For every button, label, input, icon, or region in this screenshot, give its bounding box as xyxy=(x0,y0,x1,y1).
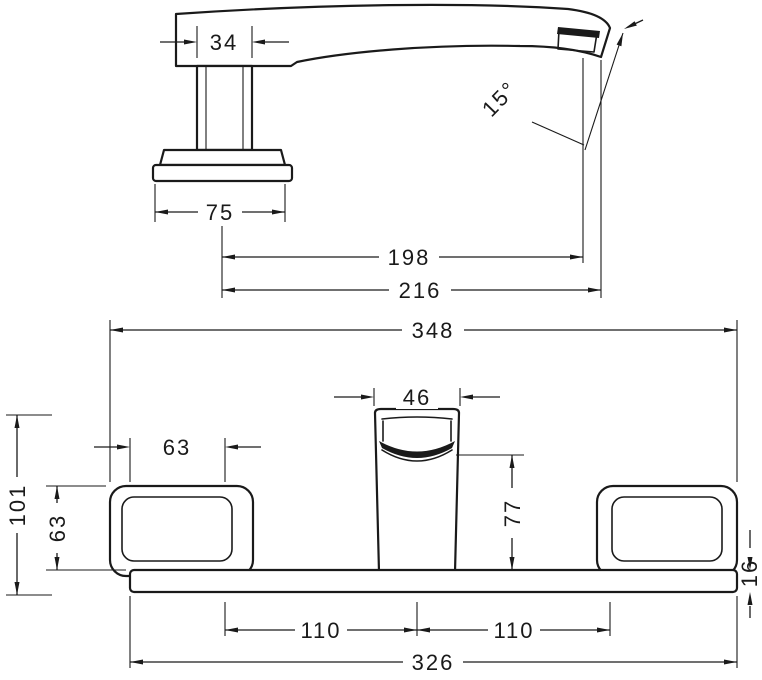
label-mask xyxy=(45,503,69,553)
dim-side-spout-angle: 15° xyxy=(477,19,644,263)
arrowhead xyxy=(624,21,637,29)
spout-mouth-shadow xyxy=(379,441,455,458)
label-mask xyxy=(500,488,524,538)
spout-front-outline xyxy=(373,407,461,574)
dim-label: 110 xyxy=(300,618,341,643)
dim-label: 63 xyxy=(163,435,191,460)
arrowhead xyxy=(597,627,610,633)
label-mask xyxy=(156,435,198,459)
arrowhead xyxy=(54,486,60,499)
handle-column xyxy=(195,64,254,152)
dim-label: 110 xyxy=(493,618,534,643)
spout-rim-line xyxy=(381,416,453,420)
front-view xyxy=(108,407,739,594)
dim-label: 326 xyxy=(412,650,455,675)
label-mask xyxy=(295,618,347,642)
dim-side-handle-width: 34 xyxy=(160,26,289,58)
arrowhead xyxy=(747,592,753,605)
label-mask xyxy=(488,618,540,642)
arrowhead xyxy=(361,394,374,400)
dim-side-overall-reach: 216 xyxy=(222,60,602,303)
angled-line xyxy=(584,32,624,151)
arrowhead xyxy=(724,327,737,333)
arrowhead xyxy=(252,39,265,45)
arrowhead xyxy=(417,627,430,633)
arrowhead xyxy=(460,394,473,400)
arrowhead xyxy=(588,287,601,293)
dim-front-spout-width: 46 xyxy=(334,385,500,410)
deck-plate xyxy=(128,568,739,594)
arrowhead xyxy=(509,455,515,468)
arrowhead xyxy=(616,33,623,47)
label-mask xyxy=(389,278,451,302)
leader-line xyxy=(531,121,585,146)
arrowhead xyxy=(404,627,417,633)
dim-front-handle-face-width: 63 xyxy=(94,435,261,482)
arrowhead xyxy=(110,327,123,333)
label-mask xyxy=(203,30,245,54)
dim-label: 77 xyxy=(500,499,525,527)
arrowhead xyxy=(222,287,235,293)
dim-side-base-width: 75 xyxy=(154,184,286,225)
dim-front-plate-width: 326 xyxy=(129,596,738,675)
label-mask xyxy=(5,477,29,533)
dim-label: 34 xyxy=(210,30,238,55)
dim-label: 63 xyxy=(45,514,70,542)
spout-mouth-line xyxy=(381,449,453,462)
dim-front-hole-spacing-left: 110 xyxy=(224,602,418,643)
label-mask xyxy=(379,245,439,269)
left-handle-inner xyxy=(121,496,233,562)
angle-label: 15° xyxy=(477,76,522,122)
dim-front-plate-thickness: 16 xyxy=(737,530,762,618)
arrowhead xyxy=(155,209,168,215)
arrowhead xyxy=(117,444,130,450)
label-mask xyxy=(739,551,760,595)
arrowhead xyxy=(747,557,753,570)
arrowhead xyxy=(225,627,238,633)
base-upper xyxy=(158,148,287,167)
arrowhead xyxy=(222,254,235,260)
label-mask xyxy=(402,318,464,342)
aerator-band xyxy=(557,27,600,38)
arrowhead xyxy=(14,582,20,595)
dim-front-handle-height: 63 xyxy=(45,485,126,571)
dim-label: 46 xyxy=(403,385,431,410)
side-view xyxy=(151,3,612,183)
dim-front-hole-spacing-right: 110 xyxy=(417,602,611,643)
arrowhead xyxy=(272,209,285,215)
arrowhead xyxy=(570,254,583,260)
right-handle-inner xyxy=(611,496,723,562)
base-flange xyxy=(151,163,294,183)
dim-label: 216 xyxy=(399,278,442,303)
dim-front-overall-height: 101 xyxy=(5,414,52,596)
dim-side-spout-reach: 198 xyxy=(221,226,583,298)
dim-label: 348 xyxy=(412,318,455,343)
arrowhead xyxy=(184,39,197,45)
dim-label: 101 xyxy=(5,484,30,527)
spout-body-outline xyxy=(174,3,612,68)
dim-label: 198 xyxy=(388,245,431,270)
arrowhead xyxy=(724,659,737,665)
arrowhead xyxy=(54,557,60,570)
dim-label: 75 xyxy=(206,200,234,225)
arrowhead xyxy=(14,415,20,428)
label-mask xyxy=(396,385,438,409)
arrowhead xyxy=(130,659,143,665)
label-mask xyxy=(198,200,242,224)
dim-front-overall-width: 348 xyxy=(109,318,738,482)
arrowhead xyxy=(509,557,515,570)
label-mask xyxy=(403,650,463,674)
arrowhead xyxy=(225,444,238,450)
dim-front-outlet-height: 77 xyxy=(456,454,525,570)
